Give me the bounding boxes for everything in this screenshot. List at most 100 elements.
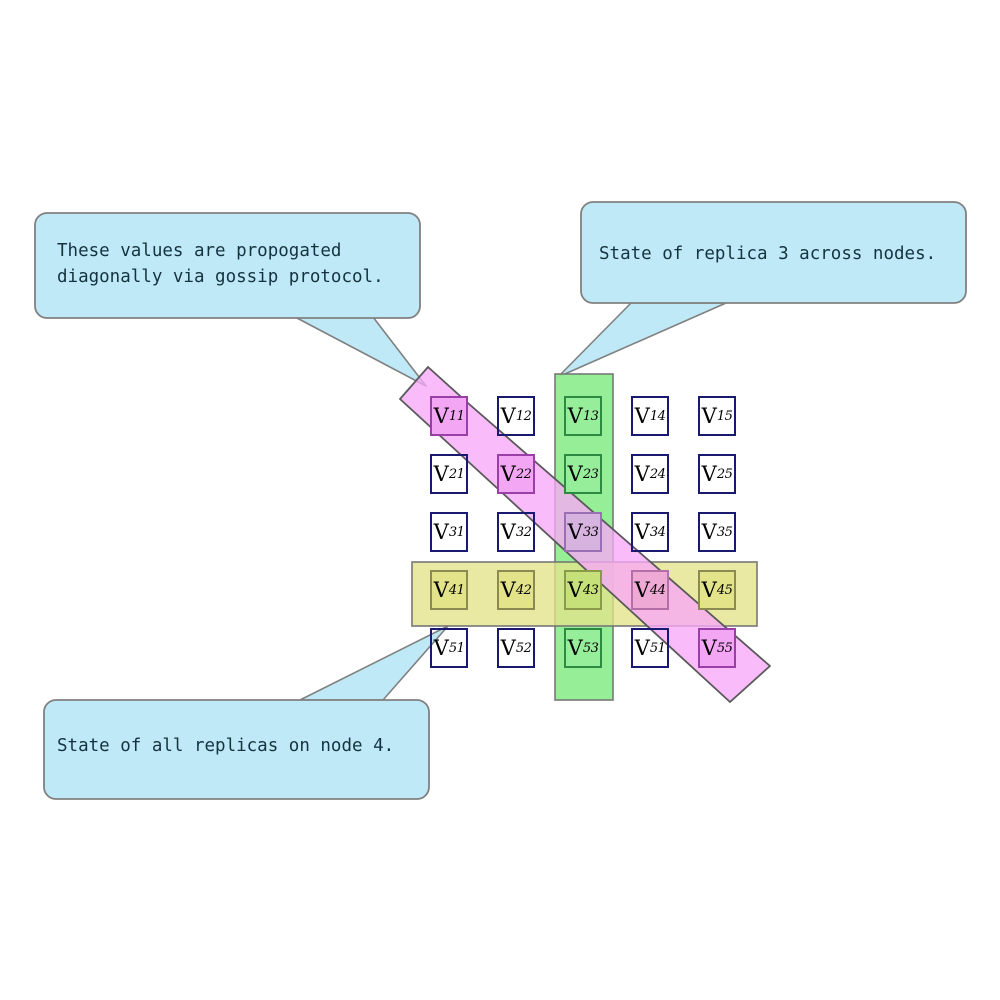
cell-subscript: 23: [582, 466, 599, 482]
cell-base-symbol: V: [567, 520, 583, 544]
cell-base-symbol: V: [500, 520, 516, 544]
cell-subscript: 31: [448, 524, 465, 540]
callout-box-gossip: [34, 212, 421, 319]
cell-subscript: 21: [448, 466, 465, 482]
cell-subscript: 53: [582, 640, 599, 656]
cell-base-symbol: V: [701, 636, 717, 660]
cell-subscript: 13: [582, 408, 599, 424]
cell-base-symbol: V: [500, 636, 516, 660]
cell-base-symbol: V: [500, 578, 516, 602]
cell-subscript: 43: [582, 582, 599, 598]
cell-subscript: 34: [649, 524, 666, 540]
callout-tail-node: [299, 625, 449, 701]
cell-base-symbol: V: [433, 636, 449, 660]
cell-base-symbol: V: [634, 462, 650, 486]
cell-base-symbol: V: [634, 404, 650, 428]
callout-box-node: [43, 699, 430, 800]
cell-base-symbol: V: [567, 578, 583, 602]
cell-subscript: 55: [716, 640, 733, 656]
cell-subscript: 15: [716, 408, 733, 424]
cell-base-symbol: V: [701, 520, 717, 544]
cell-subscript: 12: [515, 408, 532, 424]
cell-base-symbol: V: [634, 578, 650, 602]
cell-base-symbol: V: [701, 578, 717, 602]
cell-subscript: 42: [515, 582, 532, 598]
cell-subscript: 44: [649, 582, 666, 598]
cell-subscript: 52: [515, 640, 532, 656]
callout-tail-gossip: [294, 316, 427, 387]
callout-tail-replica: [557, 302, 727, 378]
cell-base-symbol: V: [433, 578, 449, 602]
cell-subscript: 33: [582, 524, 599, 540]
cell-subscript: 25: [716, 466, 733, 482]
cell-subscript: 14: [649, 408, 666, 424]
cell-subscript: 35: [716, 524, 733, 540]
cell-base-symbol: V: [567, 404, 583, 428]
cell-subscript: 11: [448, 408, 465, 424]
cell-base-symbol: V: [634, 520, 650, 544]
cell-subscript: 32: [515, 524, 532, 540]
cell-subscript: 22: [515, 466, 532, 482]
cell-base-symbol: V: [433, 404, 449, 428]
cell-subscript: 41: [448, 582, 465, 598]
cell-subscript: 51: [448, 640, 465, 656]
cell-base-symbol: V: [701, 462, 717, 486]
cell-base-symbol: V: [701, 404, 717, 428]
cell-base-symbol: V: [567, 636, 583, 660]
cell-base-symbol: V: [634, 636, 650, 660]
cell-subscript: 24: [649, 466, 666, 482]
callout-box-replica: [580, 201, 967, 304]
